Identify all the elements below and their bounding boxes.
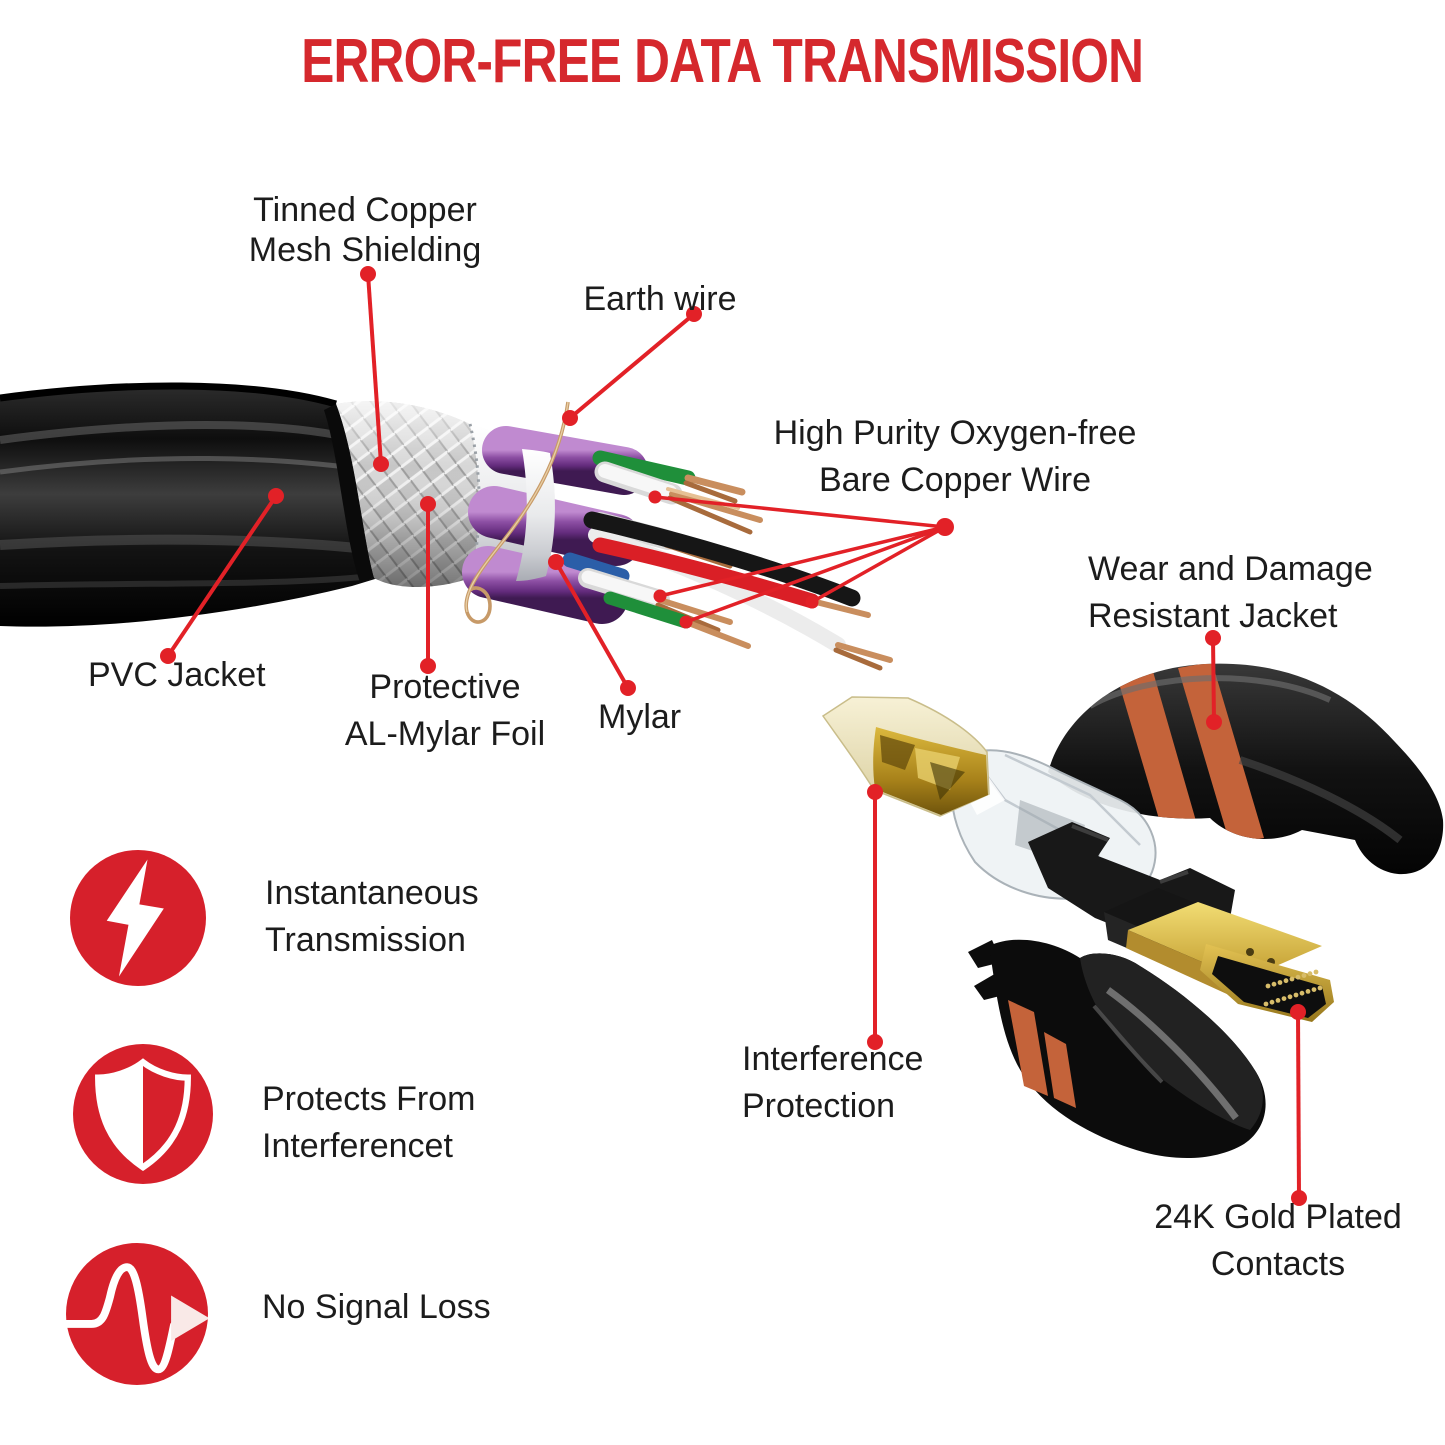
hdmi-pins-graphic [1263,969,1323,1007]
earth-wire-graphic [464,401,570,624]
cable-cutaway-illustration [0,382,893,671]
annotation-text-line: Bare Copper Wire [818,461,1092,499]
shield-icon [73,1044,213,1184]
leader-tinned-copper [360,266,389,472]
annotation-high-purity: High Purity Oxygen-free Bare Copper Wire [774,410,1137,504]
annotation-gold-contacts: 24K Gold Plated Contacts [1154,1194,1402,1288]
leader-mylar [548,554,636,696]
bottom-jacket-half-graphic [968,939,1266,1159]
annotation-text-line: Protection [742,1087,896,1125]
annotation-pvc-jacket: PVC Jacket [88,652,266,699]
gold-shell-graphic [821,696,990,817]
annotation-mylar: Mylar [598,694,681,741]
hdmi-connector-exploded-illustration [821,663,1444,1159]
annotation-earth-wire: Earth wire [583,276,736,323]
annotation-tinned-copper: Tinned Copper Mesh Shielding [249,190,481,270]
page-title: ERROR-FREE DATA TRANSMISSION [0,26,1445,97]
leader-protective-foil [420,496,436,674]
leader-interference-protection [867,784,883,1050]
annotation-text-line: AL-Mylar Foil [344,715,546,753]
feature-text-line: Transmission [265,921,466,959]
leader-gold-contacts [1290,1004,1307,1206]
feature-protects-interference: Protects From Interferencet [262,1076,475,1170]
annotation-interference: Interference Protection [742,1036,923,1130]
feature-instant-transmission: Instantaneous Transmission [265,870,479,964]
foil-lip-graphic [516,449,555,581]
hdmi-plug-graphic [1104,888,1334,1022]
annotation-protective-foil: Protective AL-Mylar Foil [345,664,545,758]
page-title-text: ERROR-FREE DATA TRANSMISSION [301,27,1145,96]
leader-earth-wire [562,306,702,426]
leader-wear-damage-jacket [1205,630,1222,730]
feature-text-line: Protects From [262,1080,476,1118]
annotation-text-line: Mesh Shielding [248,231,482,269]
leader-pvc-jacket [160,488,284,664]
annotation-text-line: 24K Gold Plated [1154,1198,1402,1236]
annotation-wear-damage: Wear and Damage Resistant Jacket [1088,546,1373,640]
top-jacket-half-graphic [1048,663,1444,875]
signal-wave-icon [66,1243,208,1385]
feature-text-line: Interferencet [262,1127,453,1165]
leader-high-purity-copper [648,490,954,629]
feature-text-line: No Signal Loss [262,1288,491,1326]
braided-mesh-shield-graphic [324,401,480,588]
annotation-text-line: Earth wire [583,280,737,318]
annotation-text-line: Mylar [598,698,682,736]
feature-text-line: Instantaneous [265,874,479,912]
annotation-text-line: Resistant Jacket [1088,597,1338,635]
leader-lines [160,266,1307,1206]
annotation-text-line: PVC Jacket [88,656,266,694]
annotation-text-line: Tinned Copper [253,191,477,229]
annotation-text-line: Protective [369,668,521,706]
annotation-text-line: Contacts [1210,1245,1346,1283]
annotation-text-line: Interference [742,1040,924,1078]
feature-no-signal-loss: No Signal Loss [262,1284,491,1331]
inner-wires-graphic [562,450,893,671]
annotation-text-line: Wear and Damage [1088,550,1373,588]
annotation-text-line: High Purity Oxygen-free [773,414,1137,452]
lightning-bolt-icon [70,850,206,986]
